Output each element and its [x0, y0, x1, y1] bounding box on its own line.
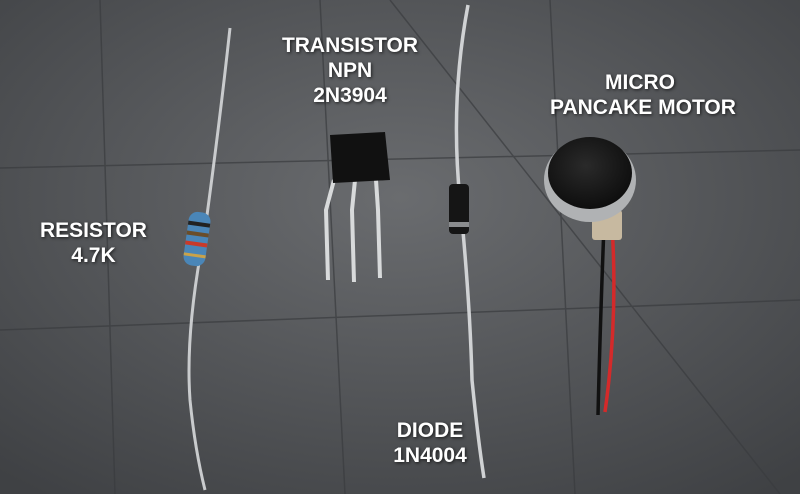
- pancake-motor: [544, 137, 636, 416]
- transistor: [323, 132, 390, 283]
- diode-name: DIODE: [396, 419, 464, 442]
- diode: [449, 4, 486, 479]
- transistor-name: TRANSISTOR: [281, 34, 419, 57]
- diode-part: 1N4004: [393, 444, 467, 467]
- transistor-part: 2N3904: [313, 84, 387, 107]
- resistor-label: RESISTOR 4.7K: [40, 218, 147, 268]
- transistor-label: TRANSISTOR NPN 2N3904: [270, 33, 430, 108]
- transistor-type: NPN: [327, 59, 373, 82]
- motor-label: MICRO PANCAKE MOTOR: [550, 70, 736, 120]
- resistor: [183, 27, 232, 491]
- diode-label: DIODE 1N4004: [380, 418, 480, 468]
- motor-line2: PANCAKE MOTOR: [550, 96, 736, 119]
- motor-line1: MICRO: [605, 71, 675, 94]
- resistor-value: 4.7K: [71, 244, 116, 267]
- resistor-name: RESISTOR: [40, 219, 147, 242]
